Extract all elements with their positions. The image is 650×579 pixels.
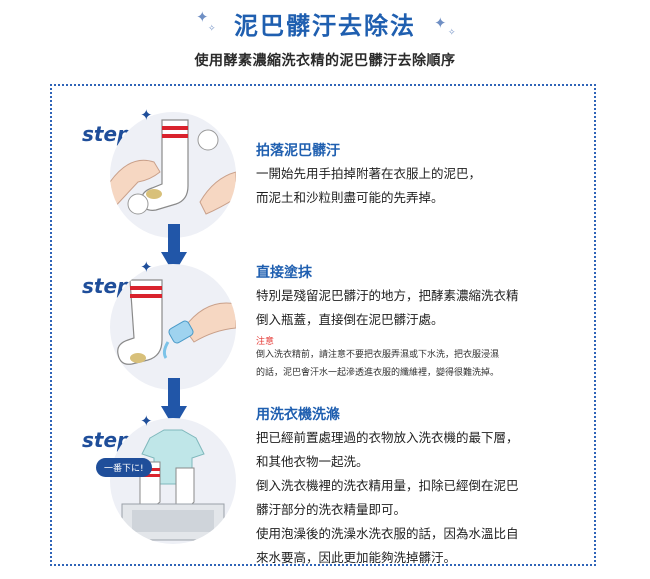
text-line: 一開始先用手拍掉附著在衣服上的泥巴， (256, 166, 482, 181)
step-1-illustration (110, 112, 236, 238)
text-line: 特別是殘留泥巴髒汙的地方，把酵素濃縮洗衣精 (256, 288, 519, 303)
sparkle-icon: ✦ (140, 258, 153, 276)
header: 泥巴髒汙去除法 (0, 6, 650, 41)
callout-bubble: 一番下に! (96, 458, 152, 477)
arrow-down-icon (161, 224, 187, 274)
sparkle-icon: ✦ (434, 14, 447, 32)
arrow-down-icon (161, 378, 187, 428)
text-line: 來水要高，因此更加能夠洗掉髒汙。 (256, 550, 457, 565)
content-frame (50, 84, 596, 566)
text-line: 和其他衣物一起洗。 (256, 454, 369, 469)
sparkle-icon: ✦ (140, 106, 153, 124)
sparkle-icon: ✧ (448, 28, 456, 38)
step-3-body: 把已經前置處理過的衣物放入洗衣機的最下層， 和其他衣物一起洗。 倒入洗衣機裡的洗… (256, 426, 519, 570)
text-line: 使用泡澡後的洗澡水洗衣服的話，因為水溫比自 (256, 526, 519, 541)
sparkle-icon: ✧ (208, 24, 216, 34)
sparkle-icon: ✦ (140, 412, 153, 430)
step-2-body: 特別是殘留泥巴髒汙的地方，把酵素濃縮洗衣精 倒入瓶蓋，直接倒在泥巴髒汙處。 (256, 284, 519, 332)
page-title: 泥巴髒汙去除法 (234, 12, 416, 40)
text-line: 倒入瓶蓋，直接倒在泥巴髒汙處。 (256, 312, 444, 327)
text-line: 倒入洗衣精前，請注意不要把衣服弄濕或下水洗，把衣服浸濕 (256, 350, 500, 360)
text-line: 的話，泥巴會汗水一起滲透進衣服的纖維裡，變得很難洗掉。 (256, 368, 500, 378)
note-body: 倒入洗衣精前，請注意不要把衣服弄濕或下水洗，把衣服浸濕 的話，泥巴會汗水一起滲透… (256, 346, 499, 382)
step-3-illustration (110, 418, 236, 544)
step-1-body: 一開始先用手拍掉附著在衣服上的泥巴， 而泥土和沙粒則盡可能的先弄掉。 (256, 162, 481, 210)
note-title: 注意 (256, 337, 275, 347)
text-line: 髒汙部分的洗衣精量即可。 (256, 502, 407, 517)
step-2-heading: 直接塗抹 (256, 265, 312, 281)
step-2-illustration (110, 264, 236, 390)
text-line: 倒入洗衣機裡的洗衣精用量，扣除已經倒在泥巴 (256, 478, 519, 493)
text-line: 而泥土和沙粒則盡可能的先弄掉。 (256, 190, 444, 205)
text-line: 把已經前置處理過的衣物放入洗衣機的最下層， (256, 430, 519, 445)
step-1-heading: 拍落泥巴髒汙 (256, 143, 340, 159)
sparkle-icon: ✦ (196, 8, 209, 26)
step-3-heading: 用洗衣機洗滌 (256, 407, 340, 423)
page-subtitle: 使用酵素濃縮洗衣精的泥巴髒汙去除順序 (194, 53, 456, 69)
